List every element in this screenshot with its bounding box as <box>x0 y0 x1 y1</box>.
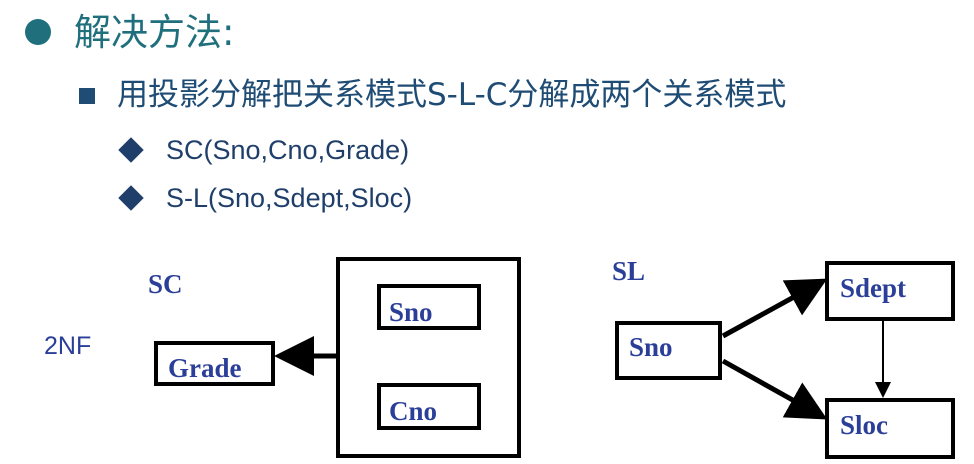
sno-label-left: Sno <box>389 297 433 327</box>
grade-label: Grade <box>168 353 242 383</box>
sno-box-right <box>615 321 722 380</box>
cno-box <box>377 383 481 430</box>
sno-label-right: Sno <box>629 332 673 362</box>
sno-box-left <box>377 284 481 330</box>
level2-text: 用投影分解把关系模式S-L-C分解成两个关系模式 <box>117 77 787 113</box>
level1-bullet <box>25 19 51 45</box>
level3-bullet-2 <box>118 185 144 211</box>
grade-box <box>154 341 275 386</box>
sno-to-sdept-arrow <box>721 278 828 339</box>
sc-diagram-title: SC <box>148 269 183 299</box>
level1-heading: 解决方法: <box>74 11 235 54</box>
sdept-label: Sdept <box>840 273 907 303</box>
normal-form-label: 2NF <box>44 332 92 360</box>
sl-diagram-title: SL <box>612 256 646 286</box>
level2-bullet <box>79 88 95 104</box>
level3-text-1: SC(Sno,Cno,Grade) <box>166 135 410 165</box>
sdept-box <box>825 261 955 321</box>
level3-bullet-1 <box>118 137 144 163</box>
sno-to-sloc-arrow <box>721 358 828 420</box>
cno-label: Cno <box>389 396 438 426</box>
sloc-box <box>825 398 955 459</box>
level3-text-2: S-L(Sno,Sdept,Sloc) <box>166 183 413 213</box>
sloc-label: Sloc <box>840 410 889 440</box>
